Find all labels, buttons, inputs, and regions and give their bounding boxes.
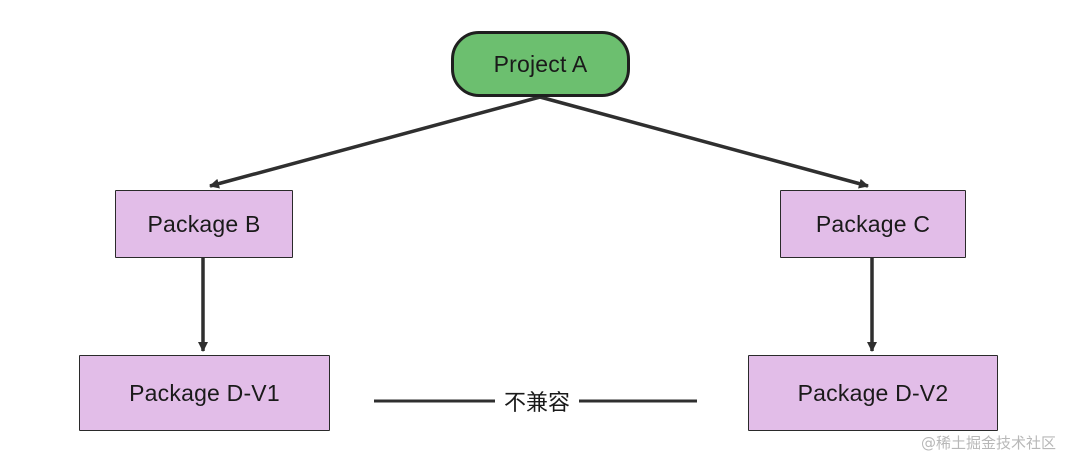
node-package-b-label: Package B [147,210,261,237]
incompatible-label: 不兼容 [495,386,579,416]
node-package-d-v1-label: Package D-V1 [129,379,280,406]
node-package-d-v2: Package D-V2 [748,355,998,431]
node-package-b: Package B [115,190,293,258]
edge-project-a-to-package-b [209,95,541,189]
watermark: @稀土掘金技术社区 [920,434,1056,452]
node-package-d-v2-label: Package D-V2 [797,379,949,406]
node-package-c: Package C [780,190,966,258]
node-project-a-label: Project A [493,50,588,77]
node-package-c-label: Package C [815,210,931,237]
edge-project-a-to-package-c [539,95,869,189]
node-project-a: Project A [451,31,630,97]
node-package-d-v1: Package D-V1 [79,355,330,431]
